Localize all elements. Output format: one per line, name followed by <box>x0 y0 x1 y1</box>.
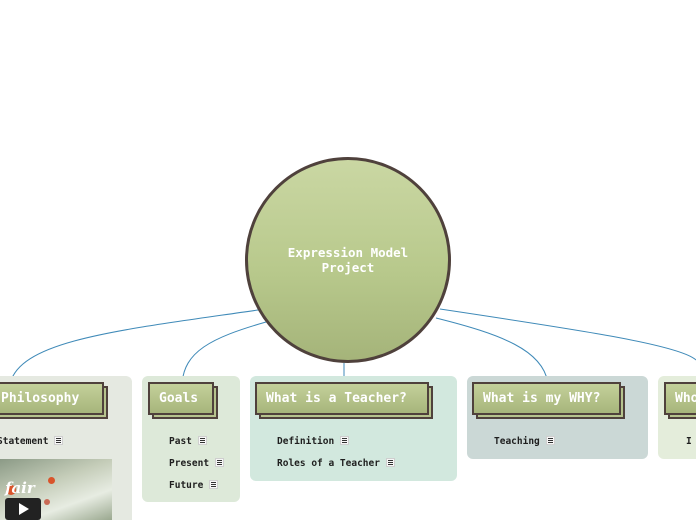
note-icon[interactable] <box>215 458 225 467</box>
subtopic-i[interactable]: I <box>686 436 692 448</box>
topic-who[interactable]: Who <box>664 382 696 415</box>
thumbnail-caption: fair <box>5 479 35 497</box>
topic-goals[interactable]: Goals <box>148 382 214 415</box>
subtopic-future[interactable]: Future <box>169 480 219 492</box>
subtopic-teaching[interactable]: Teaching <box>494 436 555 448</box>
flower-decoration <box>44 499 50 505</box>
central-topic-label: Expression Model Project <box>287 245 409 275</box>
subtopic-definition[interactable]: Definition <box>277 436 350 448</box>
flower-decoration <box>48 477 55 484</box>
note-icon[interactable] <box>340 436 350 445</box>
play-icon[interactable] <box>5 498 41 520</box>
subtopic-statement-label: Statement <box>0 436 49 447</box>
note-icon[interactable] <box>54 436 64 445</box>
note-icon[interactable] <box>209 480 219 489</box>
video-thumbnail[interactable]: fair <box>0 459 112 520</box>
link-who <box>439 308 696 361</box>
topic-teacher[interactable]: What is a Teacher? <box>255 382 429 415</box>
subtopic-teaching-label: Teaching <box>494 436 540 447</box>
link-why <box>435 317 549 385</box>
subtopic-present[interactable]: Present <box>169 458 225 470</box>
central-topic[interactable]: Expression Model Project <box>245 157 451 363</box>
link-goals <box>181 321 267 385</box>
topic-who-label: Who <box>675 391 696 406</box>
subtopic-roles[interactable]: Roles of a Teacher <box>277 458 395 470</box>
flower-decoration <box>6 485 16 495</box>
subtopic-past-label: Past <box>169 436 192 447</box>
topic-philosophy-label: Philosophy <box>1 391 80 406</box>
topic-teacher-label: What is a Teacher? <box>266 391 407 406</box>
subtopic-past[interactable]: Past <box>169 436 207 448</box>
subtopic-present-label: Present <box>169 458 210 469</box>
note-icon[interactable] <box>545 436 555 445</box>
topic-why-label: What is my WHY? <box>483 391 601 406</box>
topic-philosophy[interactable]: Philosophy <box>0 382 104 415</box>
link-philosophy <box>9 309 259 385</box>
subtopic-definition-label: Definition <box>277 436 335 447</box>
note-icon[interactable] <box>385 458 395 467</box>
topic-why[interactable]: What is my WHY? <box>472 382 621 415</box>
subtopic-roles-label: Roles of a Teacher <box>277 458 380 469</box>
subtopic-i-label: I <box>686 436 692 447</box>
subtopic-statement[interactable]: Statement <box>0 436 64 448</box>
subtopic-future-label: Future <box>169 480 204 491</box>
note-icon[interactable] <box>197 436 207 445</box>
topic-goals-label: Goals <box>159 391 199 406</box>
